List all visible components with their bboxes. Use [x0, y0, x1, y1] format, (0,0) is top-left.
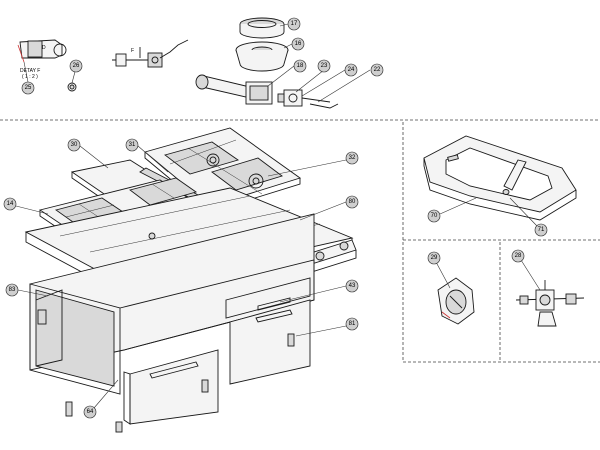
- ring-burner-part: [423, 135, 577, 221]
- callout-83: 83: [5, 283, 19, 297]
- control-knob-part: [437, 277, 475, 325]
- cabinet-body: [29, 213, 315, 395]
- callout-label-17: 17: [291, 21, 298, 27]
- callout-label-30: 30: [71, 142, 78, 148]
- knob-part: [67, 82, 77, 92]
- callout-43: 43: [345, 279, 359, 293]
- callout-22: 22: [370, 63, 384, 77]
- callout-80: 80: [345, 195, 359, 209]
- callout-26: 26: [69, 59, 83, 73]
- callout-label-31: 31: [129, 142, 136, 148]
- callout-label-16: 16: [295, 41, 302, 47]
- callout-label-64: 64: [87, 409, 94, 415]
- callout-24: 24: [344, 63, 358, 77]
- callout-label-81: 81: [349, 321, 356, 327]
- callout-25: 25: [21, 81, 35, 95]
- callout-64: 64: [83, 405, 97, 419]
- cabinet-legs: [65, 333, 295, 433]
- callout-label-80: 80: [349, 199, 356, 205]
- callout-31: 31: [125, 138, 139, 152]
- callout-label-25: 25: [25, 85, 32, 91]
- callout-32: 32: [345, 151, 359, 165]
- detail-scale: ( 1 : 2 ): [22, 74, 38, 80]
- callout-label-32: 32: [349, 155, 356, 161]
- burner-tube-part: [195, 74, 273, 105]
- callout-28: 28: [511, 249, 525, 263]
- callout-71: 71: [534, 223, 548, 237]
- detail-label: DETAY F: [20, 68, 40, 74]
- burner-head-part: [235, 41, 289, 72]
- gas-valve-assembly-part: [277, 89, 339, 109]
- callout-label-26: 26: [73, 63, 80, 69]
- callout-label-70: 70: [431, 213, 438, 219]
- callout-70: 70: [427, 209, 441, 223]
- callout-81: 81: [345, 317, 359, 331]
- cabinet-door-left: [123, 349, 219, 425]
- cabinet-door-right: [225, 277, 311, 385]
- callout-label-18: 18: [297, 63, 304, 69]
- callout-14: 14: [3, 197, 17, 211]
- gas-valve-part: [515, 280, 585, 327]
- callout-23: 23: [317, 59, 331, 73]
- callout-29: 29: [427, 251, 441, 265]
- callout-label-43: 43: [349, 283, 356, 289]
- callout-17: 17: [287, 17, 301, 31]
- callout-label-29: 29: [431, 255, 438, 261]
- callout-label-24: 24: [348, 67, 355, 73]
- callout-label-83: 83: [9, 287, 16, 293]
- callout-label-22: 22: [374, 67, 381, 73]
- detail-letter-d: D: [42, 45, 46, 51]
- burner-cap-part: [239, 17, 285, 39]
- callout-label-71: 71: [538, 227, 545, 233]
- leader-lines: [15, 23, 541, 409]
- callout-label-14: 14: [7, 201, 14, 207]
- callout-30: 30: [67, 138, 81, 152]
- callout-16: 16: [291, 37, 305, 51]
- callout-label-23: 23: [321, 63, 328, 69]
- detail-f-view: D DETAY F ( 1 : 2 ): [17, 39, 67, 80]
- callout-18: 18: [293, 59, 307, 73]
- valve-shaft-part: F: [112, 39, 189, 68]
- detail-letter-f: F: [131, 48, 134, 54]
- cooktop-top-frame: [144, 127, 301, 213]
- callout-label-28: 28: [515, 253, 522, 259]
